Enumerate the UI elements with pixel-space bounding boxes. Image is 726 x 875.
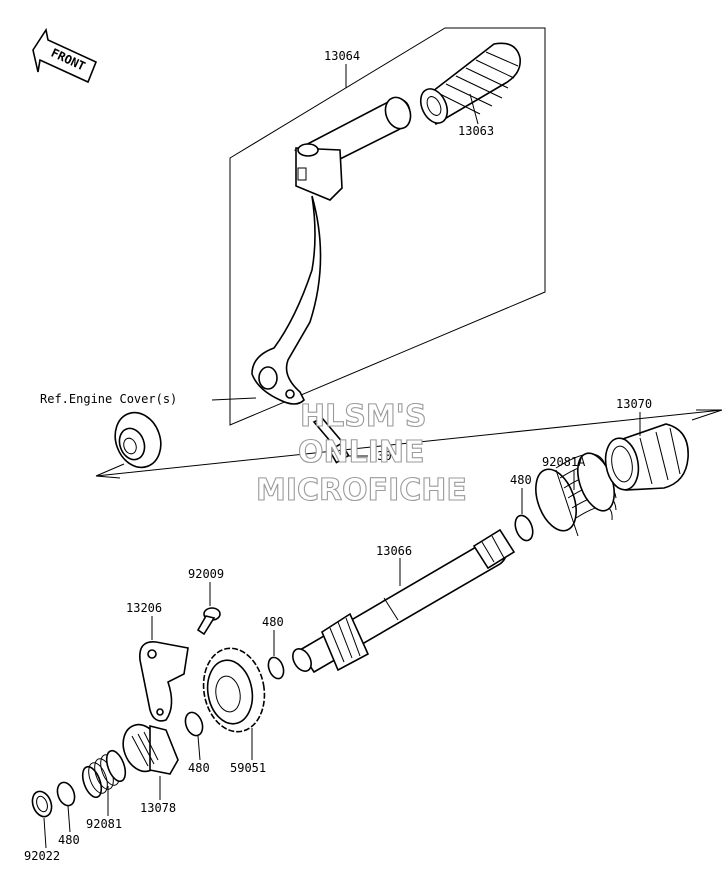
callout-13063: 13063	[458, 124, 494, 138]
pedal-rubber-grip	[419, 42, 521, 126]
callout-92081: 92081	[86, 817, 122, 831]
assembly-axis-line	[95, 409, 723, 477]
watermark-line-2: ONLINE	[298, 435, 425, 470]
kick-pedal-arm	[251, 96, 412, 405]
engine-cover-reference: Ref.Engine Cover(s)	[40, 392, 177, 406]
front-arrow-icon: FRONT	[32, 27, 98, 84]
callout-59051: 59051	[230, 761, 266, 775]
kick-gear	[202, 647, 266, 733]
watermark-line-3: MICROFICHE	[256, 473, 467, 508]
callout-92081A: 92081A	[542, 455, 586, 469]
callout-480-upper: 480	[510, 473, 532, 487]
axis-arrow-right	[691, 409, 723, 421]
spring-guide-sleeve	[604, 423, 689, 491]
callout-480-low: 480	[58, 833, 80, 847]
engine-cover-seal	[114, 411, 162, 469]
kick-spring	[535, 452, 617, 537]
kick-ratchet	[122, 723, 179, 775]
circlip-low	[56, 781, 76, 807]
callout-13070: 13070	[616, 397, 652, 411]
guide-bolt	[196, 607, 221, 636]
pedal-assembly-box	[229, 27, 546, 426]
circlip-gear	[184, 711, 204, 737]
callout-130: 130	[370, 449, 392, 463]
watermark-line-1: HLSM'S	[300, 399, 426, 434]
circlip-upper	[514, 514, 534, 542]
callout-leaders	[43, 64, 641, 849]
callout-92022: 92022	[24, 849, 60, 863]
ratchet-guide-plate	[139, 641, 189, 722]
cover-reference-line	[211, 397, 257, 401]
axis-arrow-left	[95, 463, 125, 479]
callout-13206: 13206	[126, 601, 162, 615]
circlip-mid	[267, 656, 285, 680]
callout-13078: 13078	[140, 801, 176, 815]
callout-480-mid: 480	[262, 615, 284, 629]
callout-480-gear: 480	[188, 761, 210, 775]
callout-13066: 13066	[376, 544, 412, 558]
thrust-washer	[31, 790, 53, 818]
callout-92009: 92009	[188, 567, 224, 581]
kick-shaft	[292, 528, 516, 674]
ratchet-spring	[81, 749, 127, 799]
callout-13064: 13064	[324, 49, 360, 63]
pinch-bolt	[312, 417, 350, 464]
